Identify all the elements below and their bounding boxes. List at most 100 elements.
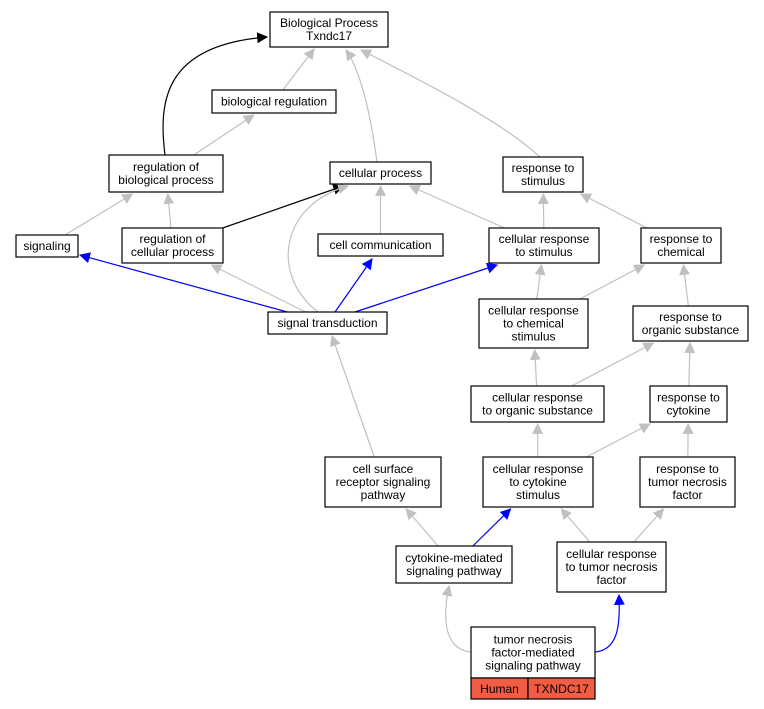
edge-crc-to-rtc — [579, 264, 646, 300]
node-label-line: response to — [659, 310, 722, 324]
go-term-node-cc[interactable]: cell communication — [317, 233, 444, 257]
node-label-line: to organic substance — [482, 404, 593, 418]
edge-line — [287, 183, 350, 313]
node-label-line: chemical — [657, 245, 704, 259]
node-label-line: biological regulation — [221, 95, 327, 109]
edge-crs-to-cp — [408, 184, 505, 229]
node-label-line: signal transduction — [277, 316, 377, 330]
edge-line — [360, 49, 541, 158]
node-label-line: organic substance — [642, 323, 740, 337]
edge-st-to-rcp — [210, 264, 306, 313]
node-label-line: signaling pathway — [406, 564, 501, 578]
node-label-line: cellular response — [488, 304, 579, 318]
node-label-line: to stimulus — [515, 245, 572, 259]
node-label-line: cellular response — [493, 462, 584, 476]
node-label-line: response to — [650, 232, 713, 246]
edges-layer — [64, 32, 696, 653]
edge-line — [537, 192, 549, 229]
node-box — [395, 545, 513, 584]
edge-line — [585, 423, 651, 458]
badge-gene-cell[interactable]: TXNDC17 — [527, 677, 596, 700]
edge-line — [78, 252, 288, 313]
node-label-line: to tumor necrosis — [565, 560, 657, 574]
node-label-line: signaling — [23, 239, 70, 253]
go-term-node-st[interactable]: signal transduction — [267, 311, 388, 335]
edge-csr-to-st — [330, 334, 375, 458]
go-term-node-breg[interactable]: biological regulation — [211, 89, 337, 114]
node-box — [108, 154, 224, 193]
edge-cmsp-to-crcs — [472, 508, 512, 547]
node-label-line: regulation of — [133, 160, 200, 174]
node-label-line: Txndc17 — [306, 29, 352, 43]
node-box — [470, 626, 596, 679]
edge-breg-to-bp — [282, 48, 315, 91]
go-term-node-cp[interactable]: cellular process — [329, 161, 432, 185]
edge-crcs-to-rcy — [585, 423, 651, 458]
node-label-line: cytokine — [666, 404, 710, 418]
edge-crc-to-crs — [534, 263, 546, 300]
edge-cros-to-ros — [571, 342, 655, 387]
node-label-line: stimulus — [511, 330, 555, 344]
edge-line — [354, 262, 499, 313]
node-label-line: cellular response — [566, 547, 657, 561]
edge-crs-to-rts — [537, 192, 549, 229]
edge-sig-to-rbp — [64, 193, 134, 236]
node-label-line: to chemical — [503, 317, 564, 331]
edge-rbp-to-breg — [193, 114, 255, 156]
edge-line — [64, 193, 134, 236]
edge-st-to-crs — [354, 262, 499, 313]
edge-st-to-cp — [287, 183, 350, 313]
edge-st-to-cc — [334, 258, 373, 313]
node-label-line: response to — [657, 391, 720, 405]
node-box — [649, 385, 728, 423]
node-box — [211, 89, 337, 114]
node-box — [267, 311, 388, 335]
node-label-line: cell communication — [329, 238, 431, 252]
node-label-line: pathway — [361, 488, 406, 502]
edge-line — [579, 193, 648, 229]
edge-line — [210, 264, 306, 313]
badge-species-cell[interactable]: Human — [470, 677, 529, 700]
edge-line — [193, 114, 255, 156]
node-label-line: regulation of — [139, 232, 206, 246]
edge-line — [472, 508, 512, 547]
go-term-node-sig[interactable]: signaling — [15, 234, 79, 258]
edge-rcy-to-ros — [684, 341, 696, 387]
node-box — [329, 161, 432, 185]
node-label-line: cell surface — [353, 462, 414, 476]
edge-line — [408, 184, 505, 229]
edge-crtnf-to-crcs — [560, 508, 591, 543]
node-label-line: cellular response — [499, 232, 590, 246]
node-box — [488, 227, 600, 264]
node-label-line: response to — [512, 161, 575, 175]
edge-ros-to-rtc — [679, 263, 691, 307]
node-label-line: cellular process — [131, 245, 214, 259]
edge-line — [679, 263, 691, 307]
node-box — [470, 385, 605, 423]
edge-rcp-to-cp — [222, 184, 345, 229]
node-box — [482, 456, 594, 508]
node-label-line: tumor necrosis — [648, 475, 727, 489]
badge-species-text: Human — [480, 682, 519, 696]
edge-cmsp-to-csr — [405, 508, 439, 547]
node-box — [15, 234, 79, 258]
edge-line — [633, 508, 665, 543]
node-box — [121, 227, 224, 264]
